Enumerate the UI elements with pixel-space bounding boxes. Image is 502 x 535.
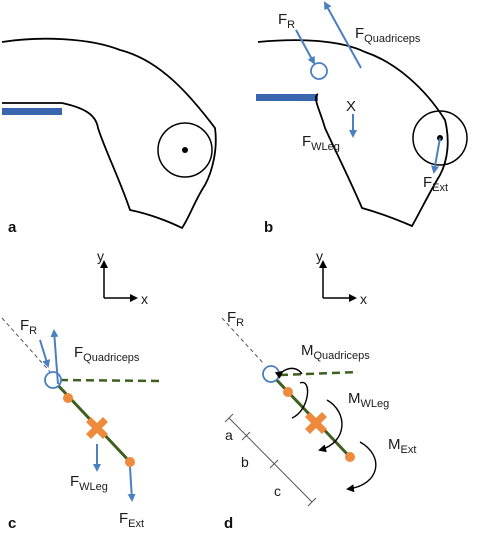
y-axis-label: y [97, 248, 104, 264]
x-axis-label: x [360, 291, 367, 307]
panel-a: a [1, 37, 217, 236]
segment-b-label: b [241, 454, 249, 470]
segment-a-label: a [225, 427, 233, 443]
m-quad-arc [291, 381, 309, 419]
panel-label-d: d [224, 515, 233, 532]
fquad-sub: Quadriceps [364, 33, 421, 45]
x-axis-label: x [141, 291, 148, 307]
m-wleg-arc [318, 399, 343, 453]
fr-contact-circle [310, 62, 328, 80]
fwleg-sub: WLeg [79, 481, 108, 493]
ankle-joint-marker [345, 452, 355, 462]
fr-label-c: FR [20, 317, 37, 337]
fr-label-b: FR [278, 11, 295, 31]
fwleg-label-b: FWLeg [302, 133, 340, 153]
leg-outline-b [257, 39, 449, 228]
scale-tick [241, 431, 251, 441]
panel-label-a: a [8, 219, 17, 236]
ankle-joint-marker [125, 457, 135, 467]
panel-b: FR FQuadriceps X FWLeg FExt b [256, 1, 468, 236]
fext-base: F [119, 510, 128, 527]
table-surface [256, 94, 318, 101]
fext-sub: Ext [432, 182, 448, 194]
thigh-line-dashed [279, 370, 359, 377]
mquad-sub: Quadriceps [314, 350, 371, 362]
knee-joint-circle [412, 110, 468, 166]
scale-tick [269, 459, 279, 469]
fr-sub: R [29, 325, 37, 337]
fwleg-label-c: FWLeg [70, 473, 108, 493]
fwleg-sub: WLeg [311, 141, 340, 153]
table-surface [2, 108, 62, 115]
mext-base: M [388, 436, 401, 453]
fwleg-base: F [70, 473, 79, 490]
fquad-arrow [324, 1, 362, 69]
m-ext-arc [346, 441, 377, 493]
m-quad-arc-head [274, 367, 303, 379]
mwleg-label-d: MWLeg [348, 390, 389, 410]
fext-label-c: FExt [119, 510, 144, 530]
fquad-base: F [74, 344, 83, 361]
fr-arrow [39, 339, 51, 368]
fext-label-b: FExt [423, 174, 448, 194]
fr-base: F [227, 309, 236, 326]
knee-joint-circle [157, 122, 213, 178]
tibia-line-dashed [221, 317, 265, 365]
fr-contact-circle [262, 365, 280, 383]
fquad-label-b: FQuadriceps [355, 25, 421, 45]
center-of-mass-cross [86, 417, 108, 439]
thigh-line-dashed [59, 378, 163, 383]
mext-label-d: MExt [388, 436, 416, 456]
y-axis-label: y [316, 248, 323, 264]
knee-center-dot [182, 147, 188, 153]
fr-sub: R [287, 19, 295, 31]
leg-outline-a [1, 37, 217, 230]
x-marker: X [346, 98, 356, 115]
fwleg-base: F [302, 133, 311, 150]
fquad-arrow [50, 329, 59, 385]
panel-label-c: c [8, 515, 16, 532]
mwleg-base: M [348, 390, 361, 407]
fr-label-d: FR [227, 309, 244, 329]
mext-sub: Ext [401, 444, 417, 456]
axes-left: y x [97, 248, 148, 307]
scale-tick [224, 413, 234, 423]
distance-scale-line [228, 417, 313, 503]
fr-sub: R [236, 317, 244, 329]
fquad-base: F [355, 25, 364, 42]
mquad-base: M [301, 342, 314, 359]
segment-c-label: c [274, 483, 281, 499]
mwleg-sub: WLeg [361, 398, 390, 410]
fext-sub: Ext [128, 518, 144, 530]
fquad-label-c: FQuadriceps [74, 344, 140, 364]
fr-arrow [295, 29, 315, 65]
fext-arrow [127, 466, 136, 502]
panel-d: a b c FR MQuadriceps MWLeg MExt d [221, 309, 416, 532]
fr-base: F [20, 317, 29, 334]
tibia-line-dashed [1, 317, 53, 375]
fquad-sub: Quadriceps [83, 352, 140, 364]
mquad-label-d: MQuadriceps [301, 342, 370, 362]
axes-right: y x [316, 248, 367, 307]
fext-arrow [431, 137, 441, 174]
knee-joint-marker [283, 387, 293, 397]
fext-base: F [423, 174, 432, 191]
panel-label-b: b [264, 219, 273, 236]
fr-base: F [278, 11, 287, 28]
knee-joint-marker [63, 393, 73, 403]
panel-c: FR FQuadriceps FWLeg FExt c [1, 317, 163, 532]
scale-tick [307, 497, 317, 507]
center-of-mass-cross [305, 412, 327, 434]
